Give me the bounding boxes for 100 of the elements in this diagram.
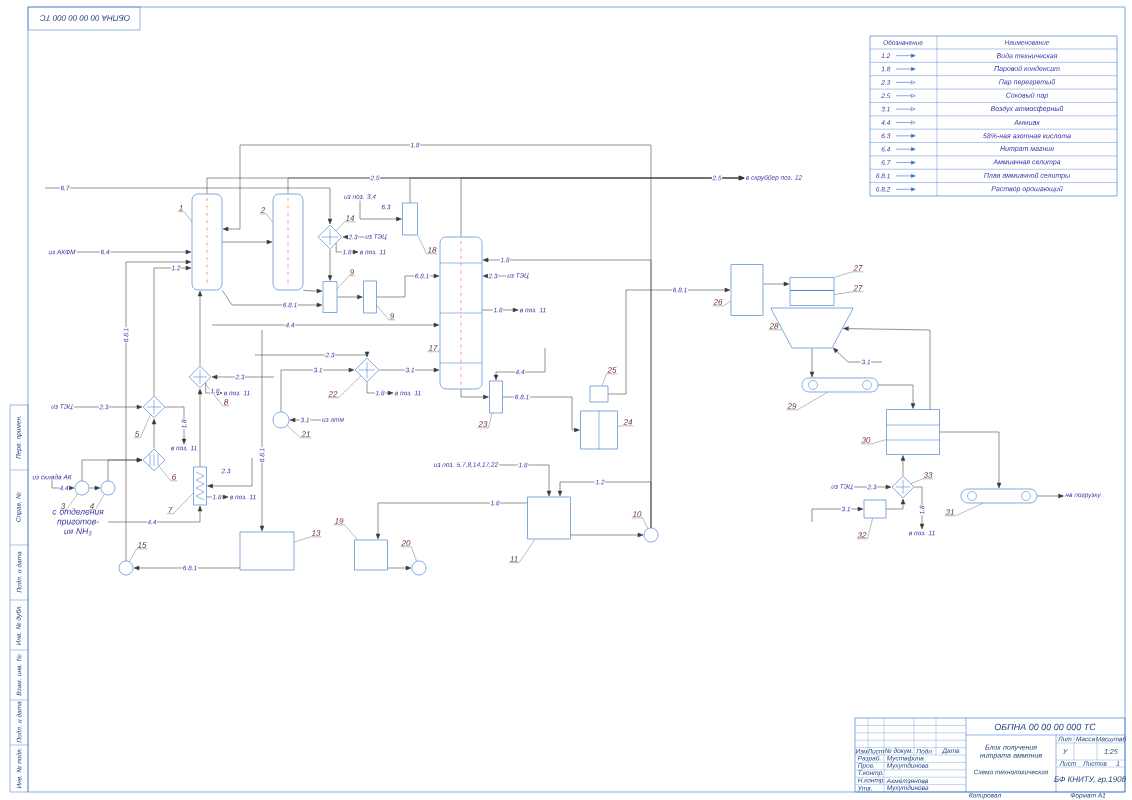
flow-line (843, 326, 931, 410)
flow-line (205, 382, 223, 396)
flow-line (254, 351, 370, 358)
flow-line (165, 406, 187, 445)
leader-line (631, 517, 648, 529)
screen-section (789, 277, 835, 291)
callout-number: 18 (427, 247, 437, 253)
flow-line (853, 484, 892, 490)
callout-number: 4 (89, 503, 94, 509)
flow-line (460, 175, 745, 237)
leader-line (335, 221, 356, 231)
pump (74, 480, 90, 496)
flow-line (832, 347, 883, 363)
flow-line (211, 374, 275, 380)
callout-number: 33 (923, 472, 933, 478)
pump (411, 560, 427, 576)
tank (527, 496, 571, 540)
filter (142, 448, 166, 472)
callout-number: 23 (478, 421, 488, 427)
flow-line (379, 367, 440, 373)
callout-number: 15 (137, 542, 147, 548)
flow-line (914, 486, 925, 530)
flow-line (89, 485, 101, 491)
flow-line (359, 200, 402, 222)
heat-exchanger (188, 365, 212, 389)
callout-number: 7 (168, 507, 173, 513)
callout-number: 27 (853, 265, 863, 271)
flow-line (207, 457, 253, 489)
heat-exchanger (891, 475, 915, 499)
callout-number: 26 (713, 299, 723, 305)
flow-line (259, 329, 265, 532)
leader-line (166, 492, 194, 514)
flow-line (51, 480, 75, 491)
leader-line (427, 349, 440, 352)
pump (100, 480, 116, 496)
tank (239, 531, 295, 571)
evaporator (191, 193, 223, 291)
flow-line (498, 464, 552, 497)
leader-line (88, 494, 105, 510)
callout-number: 3 (60, 503, 66, 509)
callout-number: 8 (224, 399, 229, 405)
flow-line (886, 498, 906, 510)
heat-exchanger (142, 395, 166, 419)
flow-line (763, 281, 790, 287)
heat-exchanger (354, 357, 380, 383)
leader-line (712, 300, 731, 306)
leader-line (158, 466, 178, 481)
callout-number: 21 (301, 431, 310, 437)
callout-number: 30 (861, 437, 871, 443)
flow-note: с отделения приготов-ия NH$_{3}$ (52, 508, 104, 536)
flow-line (153, 265, 192, 396)
callout-number: 6 (172, 474, 177, 480)
leader-line (204, 383, 230, 406)
conveyor (801, 377, 879, 393)
drawing-code: ОБПНА 00 00 00 000 ТС (994, 723, 1096, 731)
flow-line (570, 532, 644, 538)
callout-number: 24 (623, 419, 633, 425)
flow-line (460, 389, 489, 400)
leader-line (508, 539, 535, 563)
leader-line (337, 275, 356, 289)
callout-number: 13 (311, 530, 321, 536)
flow-line (493, 347, 546, 381)
flow-line (327, 249, 333, 281)
leader-line (417, 235, 438, 254)
callout-number: 2 (260, 207, 266, 213)
flow-line (107, 457, 143, 481)
callout-number: 20 (401, 540, 411, 546)
motor (589, 385, 609, 403)
callout-number: 32 (857, 532, 867, 538)
fan (272, 411, 290, 429)
conveyor (960, 488, 1038, 504)
flow-line (482, 273, 507, 279)
screen-section (789, 290, 835, 306)
callout-number: 11 (510, 556, 518, 562)
drawing-code: ОБПНА 00 00 00 000 ТС (39, 15, 130, 21)
flow-line (809, 348, 815, 378)
callout-number: 27 (853, 285, 863, 291)
leader-line (129, 548, 148, 562)
callout-number: 1 (179, 205, 183, 211)
filter (863, 499, 887, 519)
flow-line (44, 187, 333, 225)
leader-line (860, 439, 887, 444)
flow-line (151, 418, 157, 449)
flow-line (939, 431, 1002, 489)
leader-line (477, 413, 493, 428)
leader-line (768, 329, 783, 330)
callout-number: 10 (632, 511, 642, 517)
flow-line (1037, 493, 1064, 499)
flow-line (376, 273, 440, 298)
flow-line (125, 259, 192, 561)
neutralizer (363, 280, 377, 314)
heater (193, 466, 207, 506)
pump (118, 560, 134, 576)
flow-line (222, 239, 273, 245)
prilling-tower (439, 236, 483, 390)
flow-line (900, 455, 906, 476)
callout-number: 17 (428, 345, 438, 351)
callout-number: 22 (328, 391, 338, 397)
leader-line (400, 546, 417, 562)
leader-line (259, 213, 273, 223)
